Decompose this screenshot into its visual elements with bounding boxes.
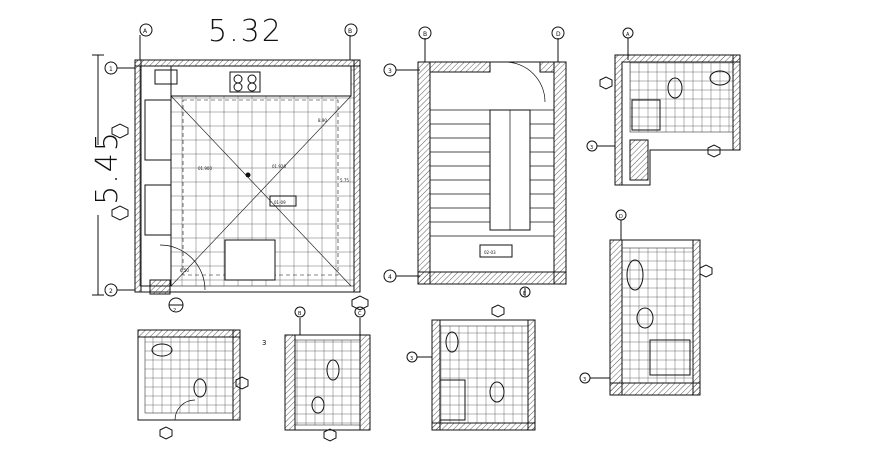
stair-grid-label-4: 4	[388, 274, 392, 281]
bathroom-plan-bottom-3	[406, 304, 536, 431]
bath-tr-grid-label-a: A	[626, 32, 630, 38]
bathroom-plan-right	[579, 209, 713, 396]
stair-grid-label-e: E	[523, 291, 526, 297]
grid-label-2: 2	[109, 288, 113, 295]
bath-tr-grid-label-3: 3	[590, 145, 593, 151]
bathroom-plan-top-right	[586, 27, 741, 186]
bath-b3-grid-label-3: 3	[410, 356, 413, 362]
kitchen-plan	[92, 23, 369, 313]
overall-width-dimension: 5.32	[208, 14, 283, 49]
stair-grid-label-b: B	[423, 31, 427, 38]
bath-b2-grid-label-3: 3	[262, 339, 266, 347]
bath-r-grid-label-d: D	[619, 214, 623, 220]
kitchen-tag: 01-09	[274, 200, 286, 205]
bath-b2-grid-label-b: B	[298, 311, 302, 317]
stair-plan	[383, 26, 567, 298]
grid-label-b: B	[348, 28, 352, 35]
level-label-b: 01.920	[272, 164, 286, 169]
grid-label-1: 1	[109, 66, 113, 73]
dim-label-b: 6.50	[180, 268, 189, 273]
stair-grid-label-d: D	[556, 31, 561, 38]
bath-r-grid-label-3: 3	[583, 377, 586, 383]
grid-label-a: A	[143, 28, 148, 35]
dim-label-c: 8.90	[318, 118, 327, 123]
bathroom-plan-bottom-2	[284, 306, 371, 442]
dim-label-a: 5.75	[340, 178, 349, 183]
bath-b2-grid-label-c: C	[358, 311, 362, 317]
stair-tag: 02-03	[484, 250, 496, 255]
bathroom-plan-bottom-1	[137, 329, 249, 440]
section-tag: 2	[173, 308, 176, 314]
level-label-a: 01.900	[198, 166, 212, 171]
stair-grid-label-3: 3	[388, 68, 392, 75]
